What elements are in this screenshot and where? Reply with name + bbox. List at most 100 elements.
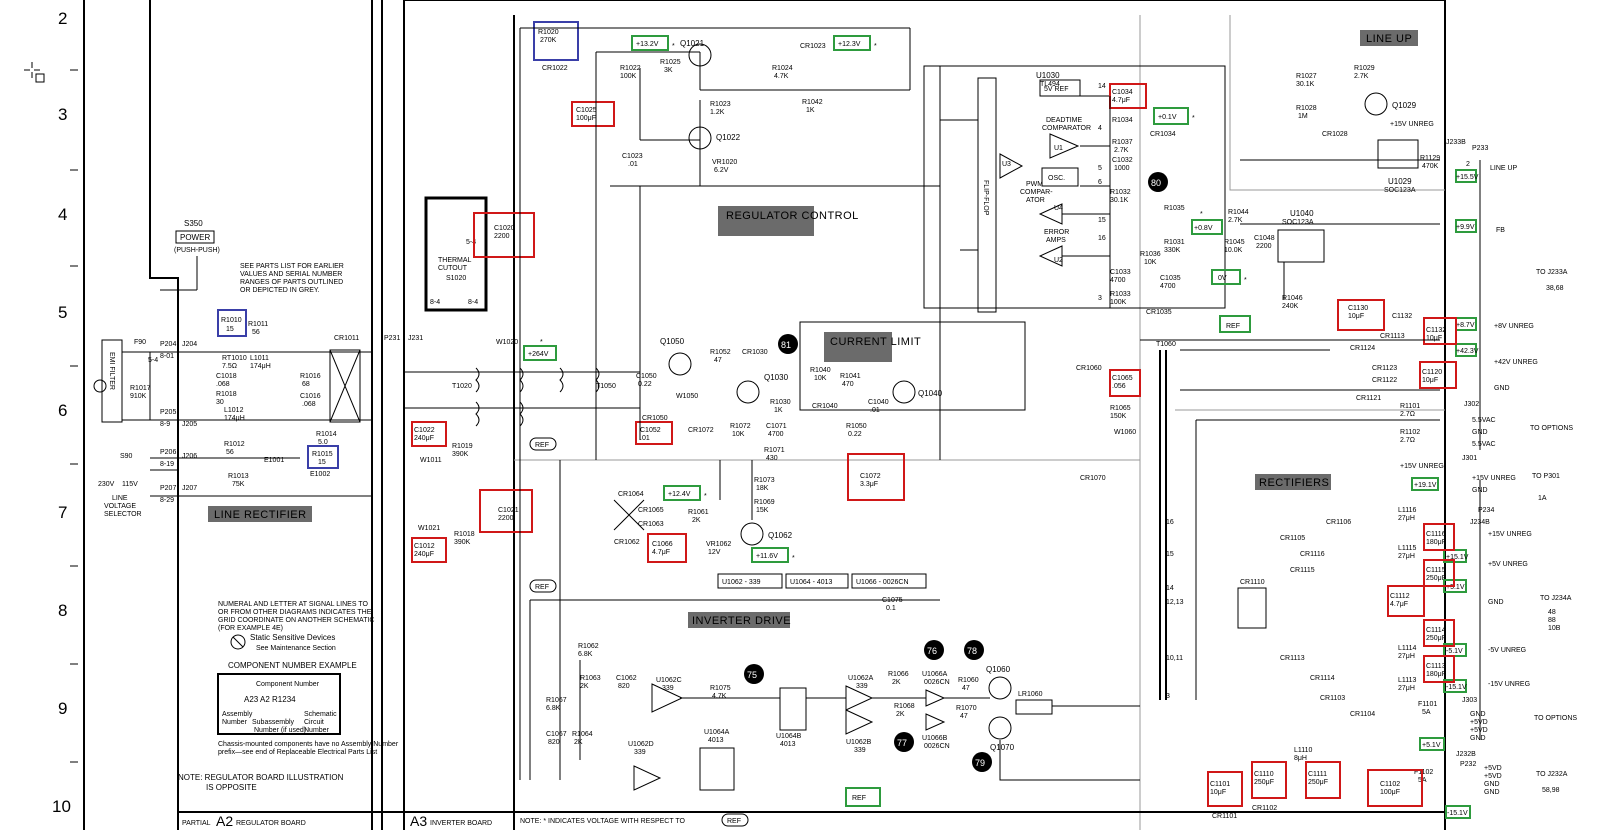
svg-text:Component Number: Component Number	[256, 681, 320, 688]
svg-text:CR1022: CR1022	[542, 65, 568, 72]
svg-text:F1102: F1102	[1414, 769, 1433, 776]
u1040-ic: U1040 SOC123A	[1277, 209, 1325, 263]
svg-text:R1012: R1012	[224, 441, 245, 448]
svg-text:10,11: 10,11	[1166, 655, 1183, 662]
svg-text:C1012: C1012	[414, 543, 435, 550]
svg-text:4.7μF: 4.7μF	[1112, 97, 1130, 104]
svg-text:C1050: C1050	[636, 373, 657, 380]
svg-text:GND: GND	[1494, 385, 1510, 392]
highlight-c1022	[411, 421, 447, 447]
svg-text:U1062B: U1062B	[846, 739, 872, 746]
svg-text:P207: P207	[160, 485, 176, 492]
highlight-c1113	[1423, 655, 1455, 683]
volt-v132	[631, 35, 669, 51]
svg-text:16: 16	[1098, 235, 1106, 242]
svg-text:NOTE: REGULATOR BOARD ILLUSTRA: NOTE: REGULATOR BOARD ILLUSTRATION	[178, 773, 344, 782]
svg-text:W1020: W1020	[496, 339, 518, 346]
svg-text:W1011: W1011	[420, 457, 442, 464]
svg-text:5-4: 5-4	[148, 357, 158, 364]
svg-text:R1015: R1015	[312, 451, 333, 458]
svg-text:1K: 1K	[806, 107, 815, 114]
svg-text:*: *	[540, 339, 543, 346]
svg-text:C1034: C1034	[1112, 89, 1133, 96]
svg-text:TO P301: TO P301	[1532, 473, 1560, 480]
svg-text:C1018: C1018	[216, 373, 237, 380]
highlight-c1065	[1109, 369, 1141, 397]
svg-text:*: *	[792, 555, 795, 562]
svg-text:88: 88	[1548, 617, 1556, 624]
component-number-example: COMPONENT NUMBER EXAMPLE Component Numbe…	[217, 661, 399, 756]
svg-text:CR1116: CR1116	[1300, 551, 1325, 558]
svg-text:100μF: 100μF	[576, 115, 596, 122]
svg-text:80: 80	[1151, 178, 1161, 188]
svg-text:CR1103: CR1103	[1320, 695, 1345, 702]
svg-text:J303: J303	[1462, 697, 1477, 704]
svg-text:4700: 4700	[1160, 283, 1176, 290]
svg-text:2K: 2K	[692, 517, 701, 524]
svg-text:CR1106: CR1106	[1326, 519, 1351, 526]
svg-text:240K: 240K	[1282, 303, 1299, 310]
svg-text:CR1040: CR1040	[812, 403, 838, 410]
svg-text:SOC123A: SOC123A	[1384, 187, 1416, 194]
svg-text:+8V UNREG: +8V UNREG	[1494, 323, 1534, 330]
svg-text:390K: 390K	[452, 451, 469, 458]
svg-text:Q1029: Q1029	[1392, 101, 1417, 110]
svg-text:CR1064: CR1064	[618, 491, 644, 498]
grid-row-3: 3	[58, 105, 67, 124]
svg-text:2K: 2K	[574, 739, 583, 746]
svg-text:REF: REF	[727, 818, 741, 825]
grid-row-2: 2	[58, 9, 67, 28]
svg-text:TO J233A: TO J233A	[1536, 269, 1568, 276]
svg-text:+5VD: +5VD	[1470, 719, 1488, 726]
svg-text:U1030: U1030	[1036, 71, 1060, 80]
svg-text:R1044: R1044	[1228, 209, 1249, 216]
svg-text:470: 470	[842, 381, 854, 388]
svg-text:2K: 2K	[580, 683, 589, 690]
svg-text:1A: 1A	[1538, 495, 1547, 502]
svg-text:(PUSH-PUSH): (PUSH-PUSH)	[174, 247, 220, 254]
svg-text:U1029: U1029	[1388, 177, 1412, 186]
svg-text:4.7μF: 4.7μF	[1390, 601, 1408, 608]
svg-text:R1064: R1064	[572, 731, 593, 738]
svg-text:10μF: 10μF	[1426, 335, 1442, 342]
svg-text:14: 14	[1098, 83, 1106, 90]
svg-text:10K: 10K	[814, 375, 827, 382]
svg-text:C1016: C1016	[300, 393, 321, 400]
svg-text:-15.1V: -15.1V	[1447, 810, 1468, 817]
svg-text:prefix—see end of Replaceable: prefix—see end of Replaceable Electrical…	[218, 749, 377, 756]
svg-text:R1023: R1023	[710, 101, 731, 108]
svg-text:2200: 2200	[494, 233, 510, 240]
svg-text:NUMERAL AND LETTER AT SIGNAL L: NUMERAL AND LETTER AT SIGNAL LINES TO	[218, 601, 368, 608]
svg-text:339: 339	[856, 683, 868, 690]
svg-text:FB: FB	[1496, 227, 1505, 234]
svg-text:+15V UNREG: +15V UNREG	[1472, 475, 1516, 482]
svg-text:R1060: R1060	[958, 677, 979, 684]
line-rectifier-circuit: F90 5-4 P204 8-01 J204 P205 8-9 J205 P20…	[98, 309, 423, 518]
svg-text:5: 5	[1098, 165, 1102, 172]
svg-text:0.22: 0.22	[638, 381, 652, 388]
svg-text:30: 30	[216, 399, 224, 406]
svg-text:+15V UNREG: +15V UNREG	[1400, 463, 1444, 470]
svg-text:C1102: C1102	[1380, 781, 1400, 788]
svg-text:339: 339	[634, 749, 646, 756]
svg-text:12,13: 12,13	[1166, 599, 1184, 606]
svg-text:CR1115: CR1115	[1290, 567, 1315, 574]
svg-text:TO J234A: TO J234A	[1540, 595, 1572, 602]
svg-text:0V: 0V	[1218, 275, 1227, 282]
label-inverter-drive: INVERTER DRIVE	[692, 615, 791, 627]
svg-text:P233: P233	[1472, 145, 1488, 152]
svg-text:C1101: C1101	[1210, 781, 1230, 788]
svg-text:*: *	[1192, 115, 1195, 122]
svg-text:5.5VAC: 5.5VAC	[1472, 441, 1496, 448]
svg-text:GND: GND	[1484, 781, 1500, 788]
svg-text:77: 77	[897, 738, 907, 748]
svg-text:14: 14	[1166, 585, 1174, 592]
svg-text:C1033: C1033	[1110, 269, 1131, 276]
svg-text:0.1: 0.1	[886, 605, 896, 612]
svg-text:R1037: R1037	[1112, 139, 1133, 146]
svg-text:47: 47	[714, 357, 722, 364]
svg-text:R1019: R1019	[452, 443, 473, 450]
svg-text:76: 76	[927, 646, 937, 656]
svg-text:U1062C: U1062C	[656, 677, 682, 684]
svg-text:.01: .01	[628, 161, 638, 168]
